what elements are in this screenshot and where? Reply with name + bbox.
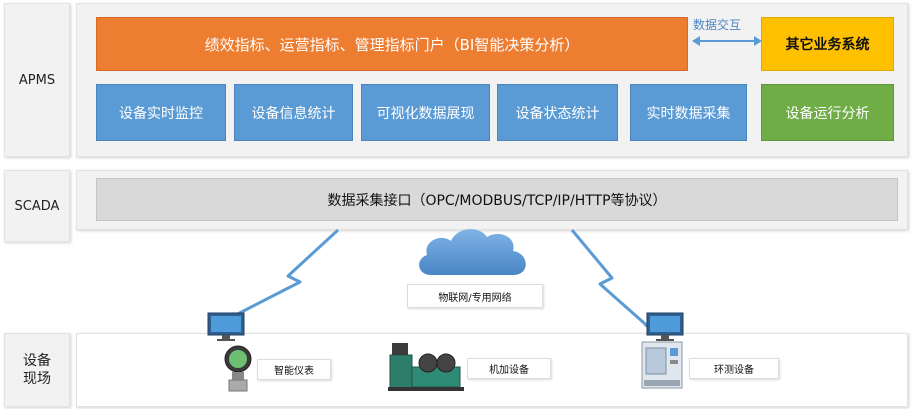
data-exchange-label: 数据交互 <box>693 18 742 32</box>
wireless-link-left-icon <box>220 228 340 323</box>
field-layer-label: 设备 现场 <box>4 333 70 407</box>
monitor-left-icon <box>207 312 245 341</box>
smart-meter-label: 智能仪表 <box>257 359 331 380</box>
field-label-panel <box>4 333 70 407</box>
apms-layer-label: APMS <box>18 72 56 88</box>
module-realtime-data-collection[interactable]: 实时数据采集 <box>630 84 747 141</box>
field-layer-label-line2: 现场 <box>23 371 51 387</box>
machining-equipment-label: 机加设备 <box>467 358 551 379</box>
scada-layer-label: SCADA <box>14 198 60 214</box>
module-device-status-stats[interactable]: 设备状态统计 <box>497 84 618 141</box>
environmental-test-equipment-icon <box>641 341 683 389</box>
apms-label-panel <box>4 3 70 157</box>
field-layer-label-line1: 设备 <box>23 353 51 369</box>
module-realtime-monitoring[interactable]: 设备实时监控 <box>96 84 226 141</box>
other-business-system-box[interactable]: 其它业务系统 <box>761 17 894 71</box>
bidirectional-arrow-icon <box>692 36 762 46</box>
module-visual-data-display[interactable]: 可视化数据展现 <box>361 84 490 141</box>
cloud-network-icon <box>419 229 526 275</box>
module-device-info-stats[interactable]: 设备信息统计 <box>234 84 353 141</box>
bi-portal-box[interactable]: 绩效指标、运营指标、管理指标门户（BI智能决策分析） <box>96 17 688 71</box>
smart-meter-icon <box>224 345 252 392</box>
monitor-right-icon <box>646 312 684 341</box>
data-collection-interface-bar[interactable]: 数据采集接口（OPC/MODBUS/TCP/IP/HTTP等协议） <box>96 178 898 221</box>
environmental-test-equipment-label: 环测设备 <box>689 358 779 379</box>
iot-network-label: 物联网/专用网络 <box>407 284 543 308</box>
scada-label-panel <box>4 170 70 242</box>
module-device-operation-analysis[interactable]: 设备运行分析 <box>761 84 894 141</box>
machining-equipment-icon <box>388 343 464 391</box>
